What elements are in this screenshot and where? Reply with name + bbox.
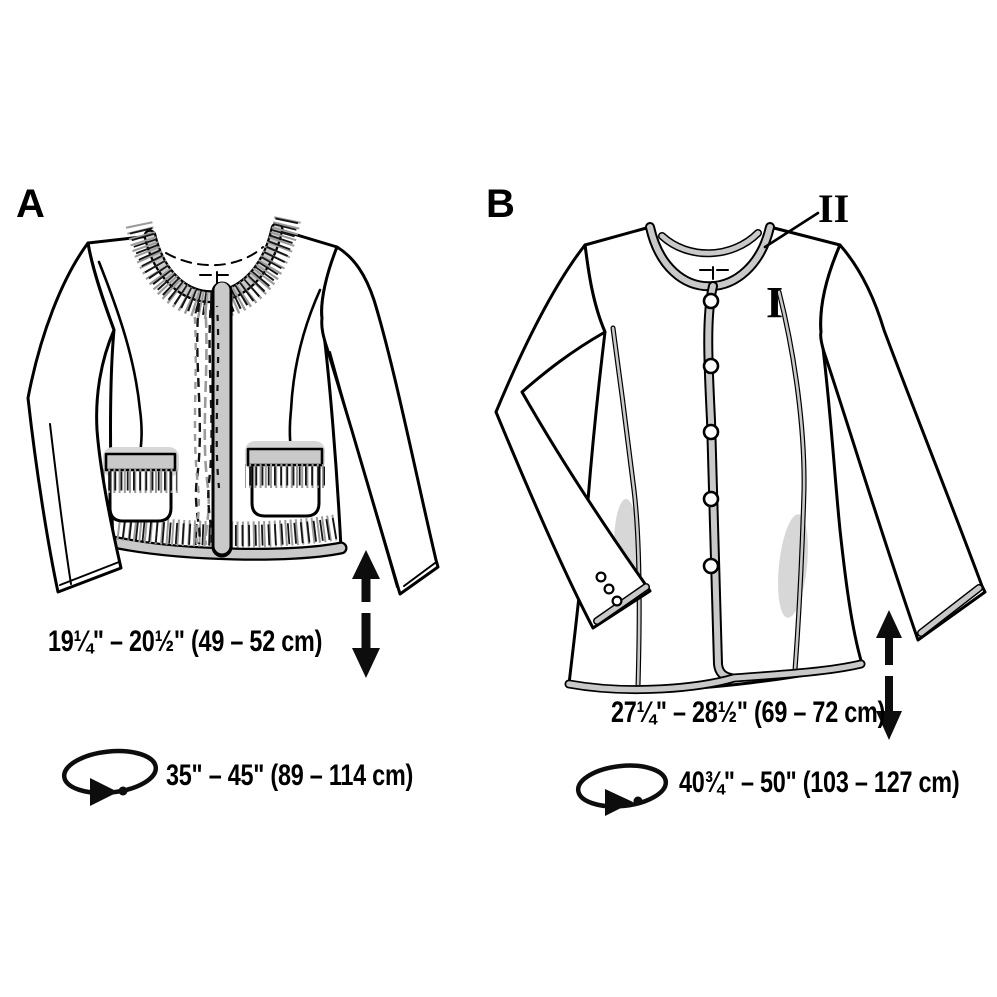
hem-fringe <box>116 514 341 548</box>
sleeve-left-b <box>494 243 652 630</box>
front-buttons <box>702 292 720 575</box>
fabric-marker-ii: II <box>818 186 850 231</box>
length-arrow-a-icon <box>352 550 380 678</box>
back-neck-dashes <box>165 246 264 267</box>
view-a-circumference-measurement: 35" – 45" (89 – 114 cm) <box>166 759 414 792</box>
circumference-a-icon <box>61 748 159 806</box>
sleeve-left-a <box>26 241 123 594</box>
neckline-fringe <box>125 214 302 320</box>
patch-pocket-right <box>245 441 326 518</box>
sleeve-right-a <box>320 245 440 596</box>
sleeve-right-b <box>819 243 987 642</box>
view-b-length-measurement: 27¼" – 28½" (69 – 72 cm) <box>611 696 886 729</box>
front-band-fringe <box>192 302 221 546</box>
view-b-label: B <box>486 182 515 226</box>
jacket-a-drawing <box>26 214 440 596</box>
view-b-circumference-measurement: 40¾" – 50" (103 – 127 cm) <box>679 766 960 799</box>
circumference-b-icon <box>575 763 669 816</box>
length-arrow-b-icon <box>876 610 902 740</box>
view-a-label: A <box>16 182 45 226</box>
jacket-b-drawing <box>494 211 987 695</box>
view-a-length-measurement: 19¼" – 20½" (49 – 52 cm) <box>48 625 323 658</box>
patch-pocket-left <box>103 447 179 523</box>
fabric-marker-i: I <box>766 278 784 327</box>
marker-ii-callout-line <box>763 211 820 249</box>
piped-princess-seams <box>610 289 807 689</box>
